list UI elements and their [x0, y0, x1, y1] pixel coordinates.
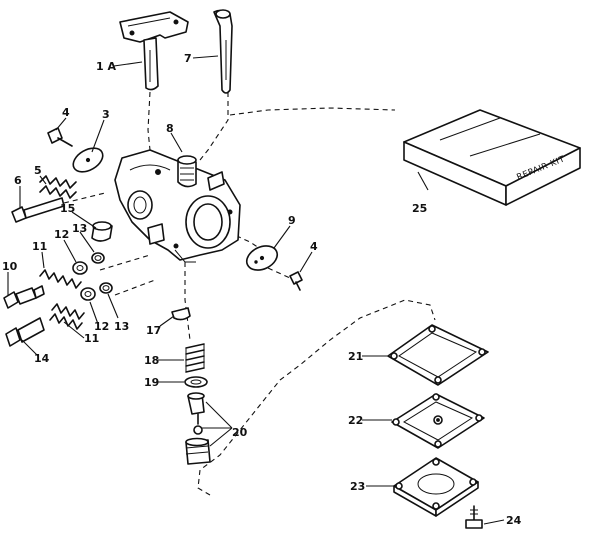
callout-15: 15: [60, 202, 75, 215]
callout-21: 21: [348, 350, 363, 363]
screw-part-4-upper: [47, 127, 73, 147]
washer-part-12-lower: [80, 287, 96, 301]
callout-7: 7: [184, 52, 192, 65]
dashed-assembly-line-adjust-c: [114, 279, 156, 296]
callout-12-upper: 12: [54, 228, 69, 241]
callout-11-upper: 11: [32, 240, 47, 253]
dashed-assembly-line-needle: [184, 262, 191, 341]
repair-kit-box-part-25: REPAIR KIT: [403, 109, 581, 206]
callout-17: 17: [146, 324, 161, 337]
callout-1a: 1 A: [96, 60, 116, 73]
callout-13-lower: 13: [114, 320, 129, 333]
callout-23: 23: [350, 480, 365, 493]
callout-20: 20: [232, 426, 248, 439]
dashed-assembly-line-throttle: [147, 91, 151, 151]
callout-12-lower: 12: [94, 320, 109, 333]
callout-24: 24: [506, 514, 522, 527]
cup-plug-part-17: [171, 307, 191, 321]
gasket-part-19: [184, 376, 208, 388]
washer-part-12-upper: [72, 261, 88, 275]
carburetor-body: [114, 149, 241, 263]
callout-8: 8: [166, 122, 174, 135]
throttle-plate-part-3: [72, 147, 104, 173]
inlet-needle-part-20: [185, 392, 211, 465]
callout-14: 14: [34, 352, 50, 365]
dashed-assembly-line-choke: [199, 92, 229, 161]
spring-part-11-upper: [39, 269, 82, 289]
callout-5: 5: [34, 164, 42, 177]
callout-22: 22: [348, 414, 363, 427]
throttle-shaft-part-1a: [119, 11, 189, 91]
choke-shaft-part-7: [213, 9, 233, 94]
dashed-assembly-line-diaphragm: [197, 299, 436, 496]
callout-11-lower: 11: [84, 332, 99, 345]
spring-part-5: [39, 175, 77, 199]
callout-13-upper: 13: [72, 222, 87, 235]
screw-part-24: [465, 505, 483, 529]
mixture-needle-part-10: [3, 285, 45, 309]
callout-6: 6: [14, 174, 22, 187]
dashed-assembly-line-adjust-b: [99, 254, 151, 271]
screw-part-6: [11, 197, 65, 223]
mixture-needle-part-14: [5, 317, 45, 347]
callout-4-lower: 4: [310, 240, 318, 253]
dashed-assembly-line-kit: [229, 107, 396, 116]
callout-4-upper: 4: [62, 106, 70, 119]
callout-10: 10: [2, 260, 18, 273]
choke-plate-part-9: [245, 245, 279, 271]
diaphragm-part-22: [391, 393, 485, 449]
diaphragm-cover-part-23: [393, 457, 479, 517]
callout-3: 3: [102, 108, 110, 121]
callout-25: 25: [412, 202, 427, 215]
callout-19: 19: [144, 376, 159, 389]
spring-part-11-lower: [49, 303, 85, 330]
leader-lines: [7, 55, 505, 525]
o-ring-part-13-lower: [99, 282, 113, 294]
spring-part-18: [185, 343, 205, 373]
callout-9: 9: [288, 214, 296, 227]
dashed-assembly-line-adjust-a: [63, 192, 106, 204]
cap-part-15: [91, 221, 113, 242]
callout-18: 18: [144, 354, 159, 367]
gasket-part-21: [387, 324, 489, 386]
o-ring-part-13-upper: [91, 252, 105, 264]
screw-part-4-lower: [289, 271, 303, 291]
dashed-assembly-line-screw: [267, 267, 291, 279]
